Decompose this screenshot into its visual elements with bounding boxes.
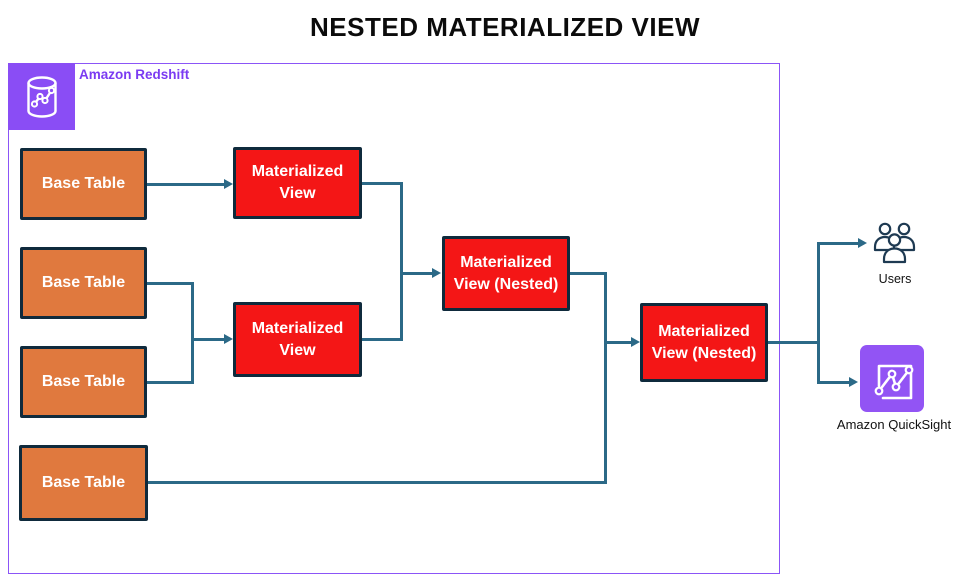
edge-join-nmv2	[603, 340, 632, 344]
arrowhead-quicksight	[849, 376, 858, 387]
nested-materialized-view-2: Materialized View (Nested)	[640, 303, 768, 382]
base-table-4-label: Base Table	[41, 474, 126, 491]
nested-materialized-view-2-label: Materialized View (Nested)	[651, 322, 757, 362]
edge-join-nmv1	[399, 271, 433, 275]
redshift-cylinder-chart-glyph	[26, 75, 57, 118]
arrowhead-nmv1	[432, 267, 441, 278]
redshift-group-box	[8, 63, 780, 574]
arrowhead-mv1	[224, 178, 233, 189]
base-table-1-label: Base Table	[41, 175, 126, 192]
base-table-2: Base Table	[20, 247, 147, 319]
base-table-4: Base Table	[19, 445, 148, 521]
quicksight-chart-glyph	[874, 364, 914, 399]
base-table-2-label: Base Table	[41, 274, 126, 291]
arrowhead-mv2	[224, 333, 233, 344]
arrowhead-users	[858, 237, 867, 248]
arrowhead-nmv2	[631, 336, 640, 347]
quicksight-label: Amazon QuickSight	[836, 417, 952, 432]
materialized-view-1-label: Materialized View	[251, 163, 344, 202]
edge-join-mv2	[190, 337, 225, 341]
users-icon	[873, 222, 916, 264]
nested-materialized-view-1-label: Materialized View (Nested)	[453, 253, 559, 293]
materialized-view-1: Materialized View	[233, 147, 362, 219]
edge-mv1-mv2-join	[399, 181, 403, 341]
edge-bt2-out	[147, 281, 193, 285]
edge-mv2-out	[362, 337, 403, 341]
materialized-view-2-label: Materialized View	[251, 319, 344, 359]
redshift-group-label: Amazon Redshift	[79, 67, 190, 82]
diagram-title: NESTED MATERIALIZED VIEW	[310, 12, 700, 42]
edge-to-quicksight	[816, 380, 850, 384]
nested-materialized-view-1: Materialized View (Nested)	[442, 236, 570, 311]
edge-nmv1-bt4-join	[603, 271, 607, 484]
redshift-icon	[8, 63, 75, 130]
edge-output-split	[816, 241, 820, 384]
base-table-1: Base Table	[20, 148, 147, 220]
edge-mv1-out	[362, 181, 403, 185]
edge-nmv2-out	[768, 340, 819, 344]
users-label: Users	[878, 272, 912, 286]
edge-nmv1-out	[570, 271, 607, 275]
base-table-3: Base Table	[20, 346, 147, 418]
edge-bt3-out	[147, 380, 193, 384]
edge-bt2-bt3-join	[190, 281, 194, 384]
quicksight-icon	[860, 345, 924, 412]
base-table-3-label: Base Table	[41, 373, 126, 390]
edge-to-users	[816, 241, 859, 245]
materialized-view-2: Materialized View	[233, 302, 362, 377]
edge-bt1-mv1	[147, 182, 224, 186]
edge-bt4-long	[148, 480, 606, 484]
